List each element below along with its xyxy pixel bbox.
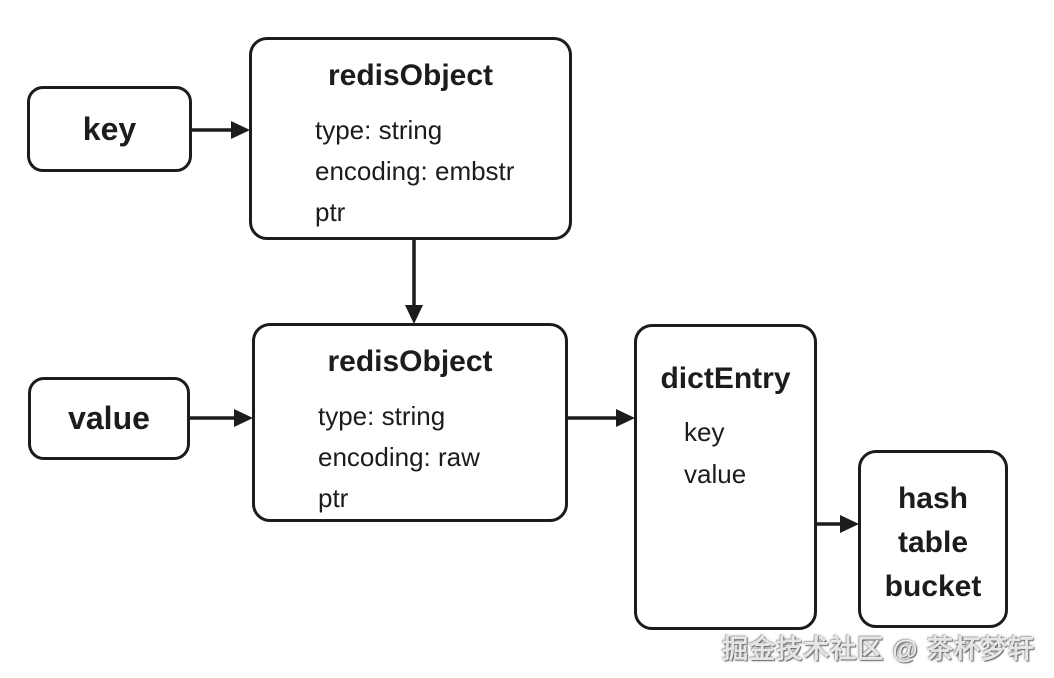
- node-value: value: [28, 377, 190, 460]
- node-redisobject-value-fields: type: string encoding: raw ptr: [255, 396, 565, 519]
- node-hash-table-bucket: hash table bucket: [858, 450, 1008, 628]
- arrow-redisobject-to-dictentry: [568, 409, 635, 427]
- bucket-line-table: table: [897, 526, 969, 559]
- node-dictentry-fields: key value: [637, 411, 814, 495]
- field-ptr: ptr: [315, 197, 346, 227]
- field-ptr: ptr: [318, 483, 349, 513]
- arrow-redisobject-down: [405, 240, 423, 324]
- bucket-line-bucket: bucket: [884, 570, 982, 603]
- arrow-dictentry-to-bucket: [817, 515, 859, 533]
- watermark-text: 掘金技术社区 @ 茶杯梦轩: [722, 634, 1035, 664]
- node-redisobject-key-title: redisObject: [327, 59, 494, 92]
- field-encoding: encoding: embstr: [315, 156, 515, 186]
- node-key: key: [27, 86, 192, 172]
- bucket-line-hash: hash: [897, 482, 969, 515]
- arrow-key-to-redisobject: [192, 121, 250, 139]
- field-key: key: [684, 417, 725, 447]
- field-type: type: string: [318, 401, 446, 431]
- node-dictentry-title: dictEntry: [660, 362, 791, 395]
- node-redisobject-value: redisObject type: string encoding: raw p…: [252, 323, 568, 522]
- node-key-label: key: [82, 110, 137, 147]
- node-dictentry: dictEntry key value: [634, 324, 817, 630]
- node-redisobject-key-fields: type: string encoding: embstr ptr: [252, 110, 569, 233]
- node-redisobject-value-title: redisObject: [327, 345, 493, 378]
- field-type: type: string: [315, 115, 443, 145]
- node-redisobject-key: redisObject type: string encoding: embst…: [249, 37, 572, 240]
- field-encoding: encoding: raw: [318, 442, 480, 472]
- field-value: value: [684, 459, 747, 489]
- node-value-label: value: [68, 400, 150, 436]
- arrow-value-to-redisobject: [190, 409, 253, 427]
